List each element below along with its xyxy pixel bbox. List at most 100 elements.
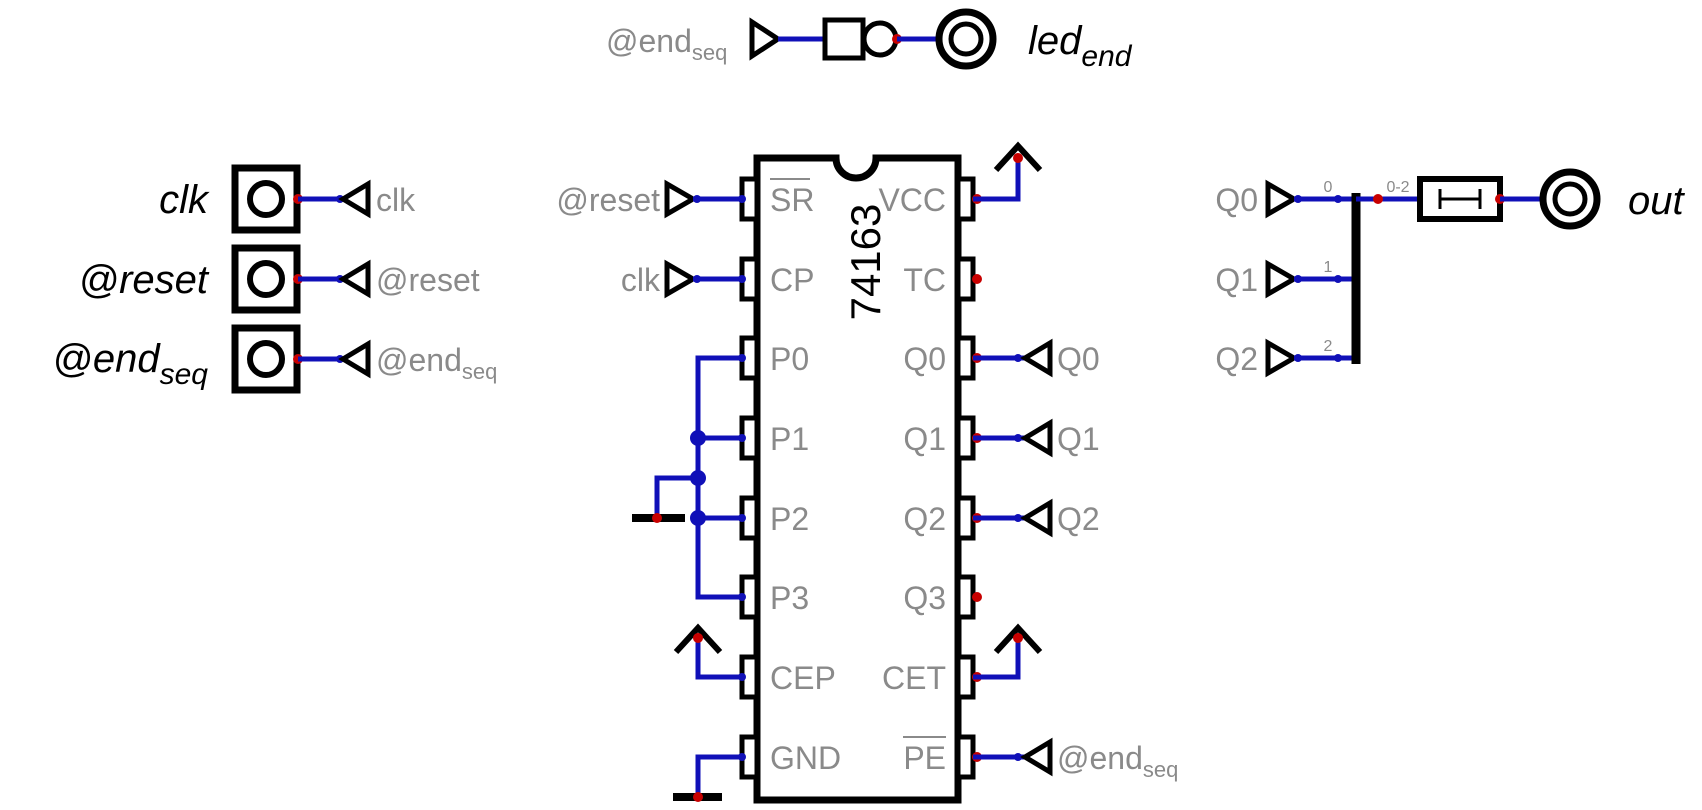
wire-end (1014, 753, 1022, 761)
chip-pin-label-p0: P0 (770, 341, 809, 377)
chip-left-wiring: @reset clk (556, 179, 742, 802)
pe-tunnel-label: @endseq (1057, 740, 1178, 782)
tunnel-triangle (338, 259, 371, 299)
input-reset-name: @reset (78, 258, 209, 302)
led-tunnel-label: @endseq (606, 23, 727, 65)
wire (654, 475, 698, 518)
bus-bit-label: 1 (1324, 259, 1333, 276)
tunnel-triangle (1265, 338, 1300, 378)
chip-pin-label-cp: CP (770, 262, 814, 298)
tunnel-triangle (1265, 179, 1300, 219)
chip-pin-label-q0: Q0 (903, 341, 946, 377)
wire-end (1334, 354, 1342, 362)
tunnel-triangle (1265, 259, 1300, 299)
chip-pin-label-cet: CET (882, 660, 946, 696)
q1-tunnel-label: Q1 (1057, 421, 1100, 457)
vcc-arrow-icon (993, 623, 1043, 655)
q2-tunnel-label: Q2 (1057, 501, 1100, 537)
chip-pin-label-q1: Q1 (903, 421, 946, 457)
wire-end (693, 275, 701, 283)
junction-node (690, 470, 706, 486)
chip-pin-label-q3: Q3 (903, 580, 946, 616)
wire-end (1334, 195, 1342, 203)
led-inverter-bubble (861, 20, 899, 58)
output-pin-icon[interactable] (1539, 168, 1601, 230)
chip-pin-q3[interactable] (955, 574, 976, 620)
input-end-seq-switch[interactable] (231, 324, 301, 394)
chip-pin-label-pe: PE (903, 740, 946, 776)
output-pin-inner (1552, 181, 1588, 217)
input-reset: @reset @reset (78, 244, 480, 314)
wire-end (1294, 195, 1302, 203)
input-reset-switch[interactable] (231, 244, 301, 314)
pin-dot (693, 792, 703, 802)
chip-pin-q0[interactable] (955, 335, 976, 381)
chip-pin-tc[interactable] (955, 256, 976, 302)
bus-output-group: Q0 0 Q1 1 Q2 2 0-2 out (1215, 168, 1685, 378)
q0-tunnel-label: Q0 (1057, 341, 1100, 377)
pin-dot (972, 274, 982, 284)
input-end-seq-tunnel: @endseq (376, 342, 497, 384)
tunnel-triangle (664, 259, 699, 299)
input-reset-tunnel: @reset (376, 262, 480, 298)
chip-pin-cet[interactable] (955, 654, 976, 700)
chip-right-wiring: Q0 Q1 Q2 @endseq (973, 141, 1178, 782)
chip-body[interactable] (753, 154, 962, 804)
wire (973, 158, 1021, 202)
input-clk: clk clk (159, 164, 416, 234)
bus-tunnel-q2: Q2 (1215, 341, 1258, 377)
wire-end (693, 195, 701, 203)
tunnel-triangle (1020, 338, 1053, 378)
wire-end (1014, 354, 1022, 362)
input-clk-tunnel: clk (376, 182, 416, 218)
led-inverter-box (822, 17, 866, 61)
tunnel-triangle (1020, 737, 1053, 777)
pin-dot (652, 513, 662, 523)
junction-node (690, 510, 706, 526)
input-end-seq: @endseq @endseq (52, 324, 497, 394)
vcc-arrow-icon (993, 141, 1043, 173)
chip-pin-q2[interactable] (955, 495, 976, 541)
tunnel-triangle (1020, 418, 1053, 458)
chip-pin-q1[interactable] (955, 415, 976, 461)
wire-end (1014, 434, 1022, 442)
output-name: out (1628, 179, 1685, 223)
pin-dot (1013, 153, 1023, 163)
led-icon-inner (948, 21, 984, 57)
input-end-seq-name: @endseq (52, 337, 208, 391)
wire-end (1014, 514, 1022, 522)
chip-pin-pe[interactable] (955, 734, 976, 780)
switch-knob-icon (247, 180, 285, 218)
chip-pin-label-cep: CEP (770, 660, 836, 696)
bus-tunnel-q0: Q0 (1215, 182, 1258, 218)
bus-bit-label: 0 (1324, 179, 1333, 196)
bus-range-label: 0-2 (1386, 179, 1409, 196)
chip-pin-vcc[interactable] (955, 176, 976, 222)
bus-tunnel-q1: Q1 (1215, 262, 1258, 298)
bus-bit-label: 2 (1324, 338, 1333, 355)
tunnel-triangle (664, 179, 699, 219)
wire (695, 754, 742, 796)
wire-end (1294, 275, 1302, 283)
chip-pin-label-gnd: GND (770, 740, 841, 776)
pin-dot (693, 633, 703, 643)
probe-display-icon (1438, 189, 1482, 209)
wire (973, 638, 1021, 680)
led-tunnel-triangle (749, 17, 783, 61)
chip-pin-label-p1: P1 (770, 421, 809, 457)
led-end-group: @endseq ledend (606, 8, 1133, 73)
chip-pin-label-p2: P2 (770, 501, 809, 537)
pin-dot (1013, 633, 1023, 643)
input-clk-switch[interactable] (231, 164, 301, 234)
chip-pin-label-p3: P3 (770, 580, 809, 616)
chip-pin-label-tc: TC (903, 262, 946, 298)
chip-pin-label-vcc: VCC (878, 182, 946, 218)
tunnel-triangle (338, 339, 371, 379)
chip-name: 74163 (842, 204, 889, 321)
led-name: ledend (1028, 19, 1133, 73)
cp-tunnel-label: clk (621, 262, 661, 298)
led-icon[interactable] (935, 8, 997, 70)
